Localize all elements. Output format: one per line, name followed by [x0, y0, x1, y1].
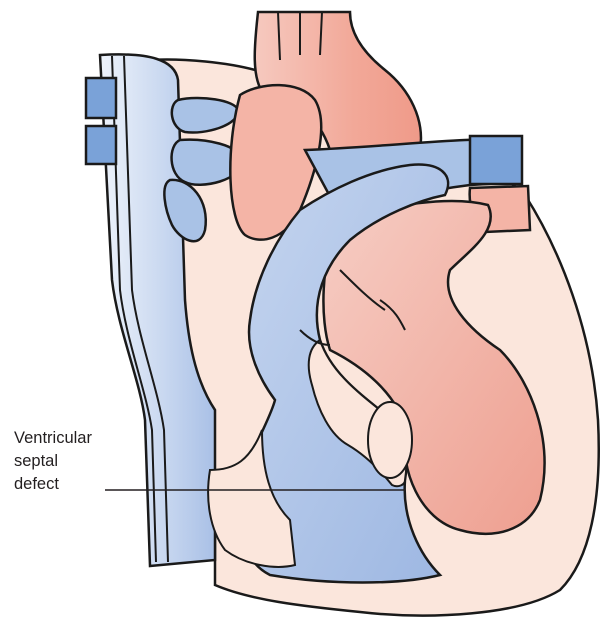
vessel-loop-2: [170, 138, 244, 186]
vsd-label-line-3: defect: [14, 475, 59, 493]
left-ventricle: [322, 199, 546, 535]
valve-chordae: [299, 269, 406, 346]
right-ventricle-cavity-inner: [207, 429, 297, 568]
vsd-label-line-2: septal: [14, 452, 58, 470]
pulmonary-vein-lower: [84, 124, 118, 166]
vessel-loop-1: [170, 96, 240, 134]
vessel-loop-3: [163, 178, 208, 243]
pulmonary-artery-right-end: [468, 134, 524, 186]
left-ventricle-cavity: [367, 401, 413, 479]
pulmonary-vein-upper: [84, 76, 118, 120]
aortic-branches: [277, 11, 323, 61]
vsd-label-line-1: Ventricular: [14, 429, 92, 447]
svc-wall-lines: [111, 55, 157, 563]
svc-wall-lines-2: [123, 55, 169, 563]
